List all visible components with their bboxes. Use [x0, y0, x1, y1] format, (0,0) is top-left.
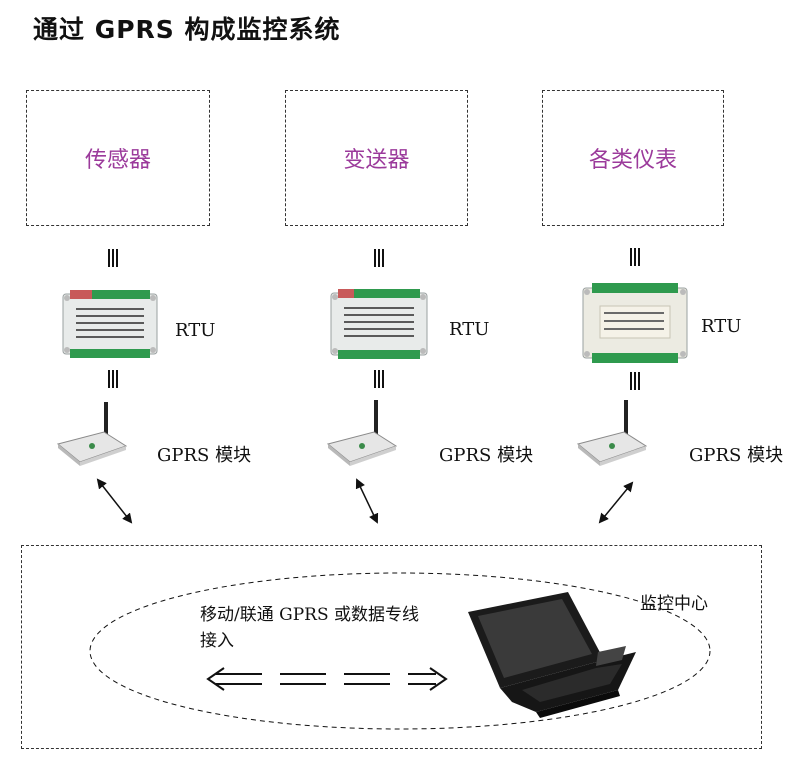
rtu-label: RTU — [449, 319, 490, 340]
transmitter-label: 变送器 — [343, 148, 410, 173]
gprs-label: GPRS 模块 — [439, 445, 534, 466]
gprs-module-image — [56, 402, 128, 466]
network-line-2: 接入 — [200, 631, 234, 651]
network-ellipse — [89, 572, 711, 730]
network-line-1: 移动/联通 GPRS 或数据专线 — [200, 605, 419, 625]
rtu-label: RTU — [175, 320, 216, 341]
double-line-arrow — [206, 667, 448, 691]
sensor-label: 传感器 — [84, 148, 151, 173]
bus-connector — [108, 370, 118, 388]
gprs-label: GPRS 模块 — [157, 445, 252, 466]
rtu-module-image — [62, 290, 158, 358]
bidirectional-arrow — [598, 481, 634, 524]
network-description: 移动/联通 GPRS 或数据专线 接入 — [200, 602, 470, 654]
gprs-module-image — [576, 400, 648, 466]
bus-connector — [374, 249, 384, 267]
rtu-module-image — [330, 289, 428, 359]
instrument-label: 各类仪表 — [588, 148, 677, 173]
laptop-icon — [468, 592, 636, 718]
bus-connector — [374, 370, 384, 388]
gprs-label: GPRS 模块 — [689, 445, 784, 466]
transmitter-box: 变送器 — [285, 90, 468, 226]
bidirectional-arrow — [355, 478, 379, 524]
rtu-label: RTU — [701, 316, 742, 337]
bidirectional-arrow — [96, 478, 133, 524]
rtu-module-image — [582, 283, 688, 363]
sensor-box: 传感器 — [26, 90, 210, 226]
monitoring-center-frame — [21, 545, 762, 749]
bus-connector — [630, 372, 640, 390]
diagram-title: 通过 GPRS 构成监控系统 — [33, 15, 341, 44]
bus-connector — [630, 248, 640, 266]
monitoring-center-label: 监控中心 — [640, 594, 708, 614]
bus-connector — [108, 249, 118, 267]
gprs-module-image — [326, 400, 398, 466]
instrument-box: 各类仪表 — [542, 90, 724, 226]
